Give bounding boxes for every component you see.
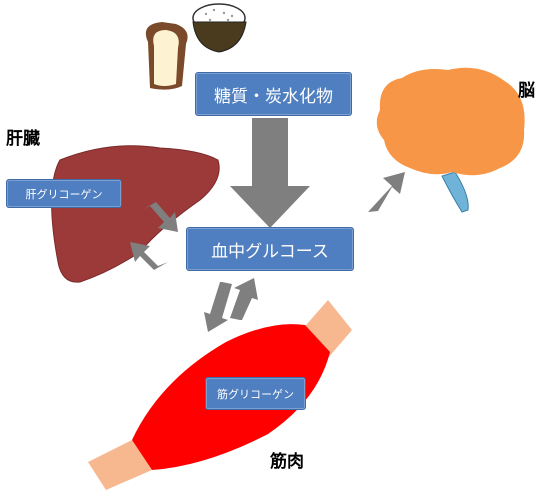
node-liver-glycogen-label: 肝グリコーゲン (25, 187, 103, 201)
label-liver: 肝臓 (6, 129, 40, 149)
arrow-muscle-to-blood (230, 278, 258, 320)
node-liver-glycogen: 肝グリコーゲン (6, 179, 122, 208)
node-blood-glucose: 血中グルコース (186, 227, 354, 271)
node-carbs: 糖質・炭水化物 (195, 72, 352, 116)
arrow-liver-to-blood (142, 202, 178, 232)
arrow-blood-to-liver (130, 242, 168, 270)
brain-shape (376, 67, 525, 213)
rice-bowl-icon (192, 3, 247, 53)
node-carbs-label: 糖質・炭水化物 (214, 86, 333, 107)
arrow-blood-to-brain (368, 172, 405, 212)
node-muscle-glycogen: 筋グリコーゲン (205, 377, 306, 410)
bread-icon (145, 22, 188, 90)
arrow-carbs-to-blood (230, 118, 310, 228)
node-blood-glucose-label: 血中グルコース (211, 241, 329, 262)
label-muscle: 筋肉 (270, 452, 304, 472)
node-muscle-glycogen-label: 筋グリコーゲン (217, 387, 294, 401)
arrow-blood-to-muscle (204, 282, 232, 332)
label-brain: 脳 (518, 81, 535, 101)
